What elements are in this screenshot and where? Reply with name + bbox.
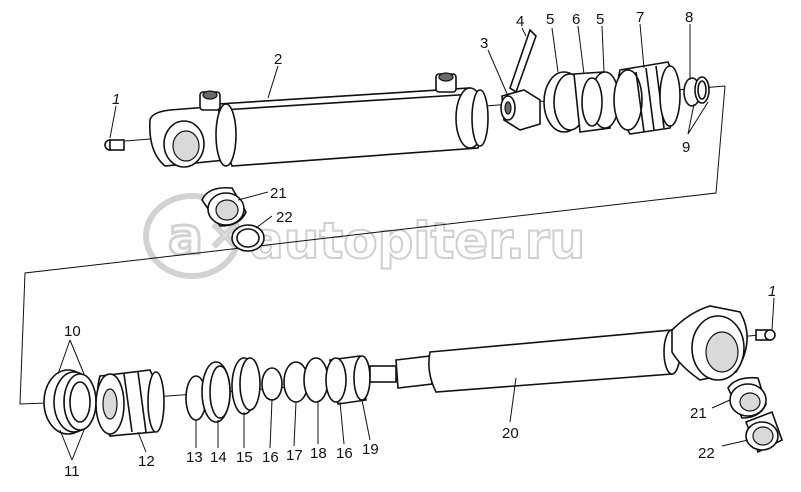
- ring-bottom: [744, 410, 783, 454]
- callout-16a: 16: [262, 449, 279, 466]
- callout-21-bottom: 21: [690, 405, 707, 422]
- callout-5a: 5: [546, 11, 554, 28]
- rod-seals: [261, 355, 371, 405]
- callout-4: 4: [516, 13, 524, 30]
- grease-nipple-bottom: [755, 329, 776, 341]
- callout-14: 14: [210, 449, 227, 466]
- callout-17: 17: [286, 447, 303, 464]
- callout-13: 13: [186, 449, 203, 466]
- callout-16b: 16: [336, 445, 353, 462]
- piston-rod: [369, 305, 748, 393]
- callout-19: 19: [362, 441, 379, 458]
- piston-rings: [43, 369, 97, 435]
- bushing-bottom: [727, 376, 767, 419]
- callout-10: 10: [64, 323, 81, 340]
- callout-21-top: 21: [270, 185, 287, 202]
- callout-2: 2: [274, 51, 282, 68]
- callout-8: 8: [685, 9, 693, 26]
- callout-20: 20: [502, 425, 519, 442]
- o-rings-top: [683, 76, 710, 107]
- callout-18: 18: [310, 445, 327, 462]
- svg-text:a: a: [168, 207, 203, 267]
- piston: [95, 369, 165, 437]
- callout-7: 7: [636, 9, 644, 26]
- cylinder-barrel: [148, 72, 489, 168]
- callout-6: 6: [572, 11, 580, 28]
- cotter-pin: [509, 28, 537, 94]
- callout-22-bottom: 22: [698, 445, 715, 462]
- callout-11: 11: [64, 463, 80, 480]
- head-rings: [543, 71, 620, 133]
- callout-9: 9: [682, 139, 690, 156]
- callout-1-top: 1: [112, 91, 120, 108]
- callout-1-bottom: 1: [768, 283, 776, 300]
- callout-12: 12: [138, 453, 155, 470]
- leader-lines: [57, 23, 775, 461]
- cylinder-head: [613, 61, 681, 135]
- bushing-top: [201, 186, 247, 227]
- grease-nipple-top: [104, 139, 125, 151]
- retaining-rings: [185, 357, 261, 423]
- ring-top: [231, 224, 265, 252]
- callout-labels: 1 2 3 4 5 6 5 7 8 9 21 22 1 10 11 12 13 …: [64, 9, 776, 480]
- callout-22-top: 22: [276, 209, 293, 226]
- callout-5b: 5: [596, 11, 604, 28]
- callout-3: 3: [480, 35, 488, 52]
- callout-15: 15: [236, 449, 253, 466]
- nut: [500, 89, 541, 131]
